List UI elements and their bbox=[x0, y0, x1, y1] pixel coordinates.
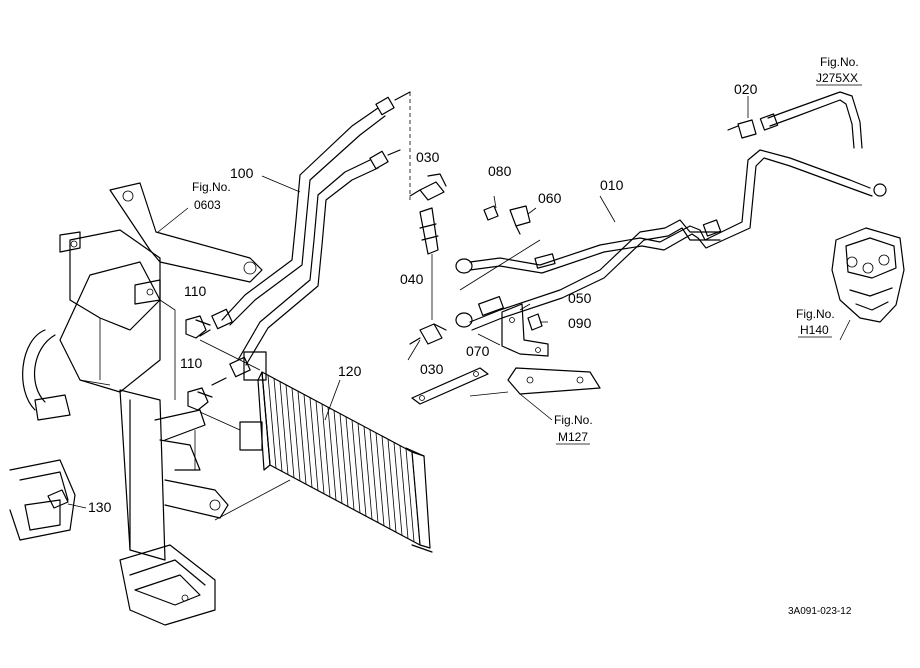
cooler-fin bbox=[297, 391, 307, 485]
fig-ref-m127-prefix: Fig.No. bbox=[554, 413, 593, 427]
part-label-020: 020 bbox=[734, 81, 758, 97]
part-label-110-lower: 110 bbox=[180, 355, 203, 371]
lower-strap bbox=[411, 367, 489, 405]
fig-ref-h140-prefix: Fig.No. bbox=[796, 307, 835, 321]
connector-020 bbox=[727, 96, 757, 139]
fig-ref-m127: Fig.No. M127 bbox=[554, 413, 593, 445]
fig-ref-j275xx-code: J275XX bbox=[816, 71, 858, 85]
cooler-fin bbox=[411, 451, 421, 546]
leader-0603 bbox=[157, 207, 189, 233]
fig-ref-0603-prefix: Fig.No. bbox=[192, 180, 231, 194]
drawing-code: 3A091-023-12 bbox=[788, 606, 852, 617]
pipe-j275xx bbox=[759, 91, 863, 149]
frame-assembly bbox=[9, 182, 263, 626]
leader-110-lower bbox=[199, 411, 241, 431]
cooler-fin bbox=[291, 387, 301, 482]
cooler-fin bbox=[267, 375, 277, 469]
fig-ref-h140: Fig.No. H140 bbox=[796, 307, 835, 338]
part-label-060: 060 bbox=[538, 190, 562, 206]
bolt-090 bbox=[527, 313, 548, 331]
part-label-030-lower: 030 bbox=[420, 361, 444, 377]
cooler-fin bbox=[351, 419, 361, 514]
cooler-fin bbox=[369, 429, 379, 523]
fig-ref-0603-code: 0603 bbox=[194, 198, 221, 212]
cooler-fin bbox=[357, 423, 367, 517]
fig-ref-j275xx: Fig.No. J275XX bbox=[816, 55, 862, 86]
part-label-080: 080 bbox=[488, 163, 512, 179]
cooler-fin bbox=[333, 410, 343, 504]
part-label-030-upper: 030 bbox=[416, 149, 440, 165]
part-label-100: 100 bbox=[230, 165, 254, 181]
leader-030-lower bbox=[407, 339, 421, 361]
part-label-070: 070 bbox=[466, 343, 490, 359]
valve-h140 bbox=[831, 227, 905, 341]
oil-cooler-120 bbox=[214, 351, 433, 553]
fig-ref-m127-code: M127 bbox=[558, 430, 588, 444]
cooler-fin bbox=[399, 445, 409, 539]
cooler-fin bbox=[381, 435, 391, 530]
cooler-fin bbox=[321, 403, 331, 498]
part-label-090: 090 bbox=[568, 315, 592, 331]
cooler-fin bbox=[363, 426, 373, 520]
fitting-130 bbox=[47, 489, 87, 509]
cooler-fin bbox=[279, 381, 289, 475]
cooler-fin bbox=[285, 384, 295, 478]
filter-040 bbox=[419, 207, 439, 320]
fig-ref-j275xx-prefix: Fig.No. bbox=[820, 55, 859, 69]
cooler-fin bbox=[273, 378, 283, 472]
fig-ref-h140-code: H140 bbox=[800, 323, 829, 337]
cooler-fin bbox=[387, 439, 397, 533]
clamp-060 bbox=[509, 205, 537, 235]
fitting-030-upper bbox=[409, 173, 447, 201]
fitting-080 bbox=[483, 195, 499, 221]
plate-m127 bbox=[469, 367, 601, 421]
part-label-040: 040 bbox=[400, 271, 424, 287]
elbow-110-lower bbox=[187, 387, 213, 411]
cooler-fin bbox=[303, 394, 313, 488]
cooler-fin bbox=[375, 432, 385, 526]
cooler-fin bbox=[261, 371, 271, 466]
pipe-100 bbox=[199, 91, 411, 386]
cooler-fin bbox=[405, 448, 415, 542]
part-label-110-upper: 110 bbox=[184, 283, 207, 299]
cooler-fin bbox=[345, 416, 355, 510]
leader-110-upper bbox=[199, 339, 261, 371]
elbow-110-upper bbox=[185, 315, 211, 339]
cooler-fin bbox=[327, 407, 337, 501]
cooler-fin bbox=[339, 413, 349, 507]
cooler-fin bbox=[393, 442, 403, 536]
fitting-030-lower bbox=[409, 323, 447, 345]
bracket-050 bbox=[501, 303, 549, 357]
cooler-fin bbox=[309, 397, 319, 491]
part-label-010: 010 bbox=[600, 177, 624, 193]
cooler-fin bbox=[315, 400, 325, 494]
part-label-120: 120 bbox=[338, 363, 362, 379]
part-label-130: 130 bbox=[88, 499, 112, 515]
fig-ref-0603: Fig.No. 0603 bbox=[192, 180, 231, 212]
part-label-050: 050 bbox=[568, 290, 592, 306]
